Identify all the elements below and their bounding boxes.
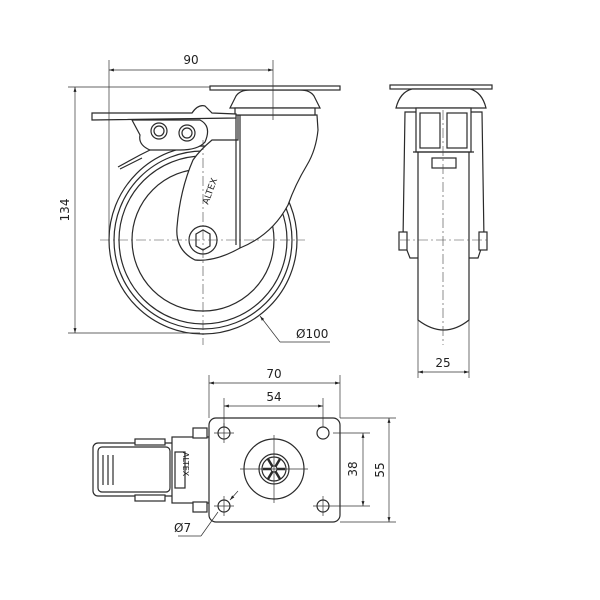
top-plate-side — [209, 85, 341, 91]
dim-label-134: 134 — [58, 199, 72, 222]
dim-label-90: 90 — [183, 53, 198, 67]
dim-label-diameter-100: Ø100 — [296, 327, 328, 341]
dimension-55: 55 — [340, 417, 396, 523]
logo-top: ALTEX — [181, 452, 190, 477]
dimension-diameter-7: Ø7 — [174, 490, 239, 537]
brake-pedal-top: ALTEX — [92, 427, 211, 513]
front-view: 25 — [389, 84, 493, 378]
axle-bolt-left — [398, 231, 408, 251]
dimension-70: 70 — [208, 367, 341, 418]
dim-label-25: 25 — [435, 356, 450, 370]
top-view: ALTEX 70 — [92, 367, 396, 537]
dimension-134: 134 — [58, 86, 210, 334]
fork-blade — [176, 114, 319, 261]
dim-label-38: 38 — [346, 461, 360, 476]
dim-label-54: 54 — [266, 390, 281, 404]
dimension-54: 54 — [223, 390, 324, 427]
brake-lever-side — [91, 105, 237, 170]
dim-label-55: 55 — [373, 462, 387, 477]
dimension-90: 90 — [108, 53, 274, 240]
dimension-diameter-100: Ø100 — [259, 315, 330, 343]
axle-bolt-right — [478, 231, 488, 251]
swivel-dome — [229, 89, 321, 109]
side-view: ALTEX 90 134 Ø100 — [58, 53, 341, 345]
dimension-25: 25 — [417, 320, 470, 378]
dim-label-70: 70 — [266, 367, 281, 381]
dim-label-diameter-7: Ø7 — [174, 521, 191, 535]
dimension-38: 38 — [333, 432, 370, 507]
